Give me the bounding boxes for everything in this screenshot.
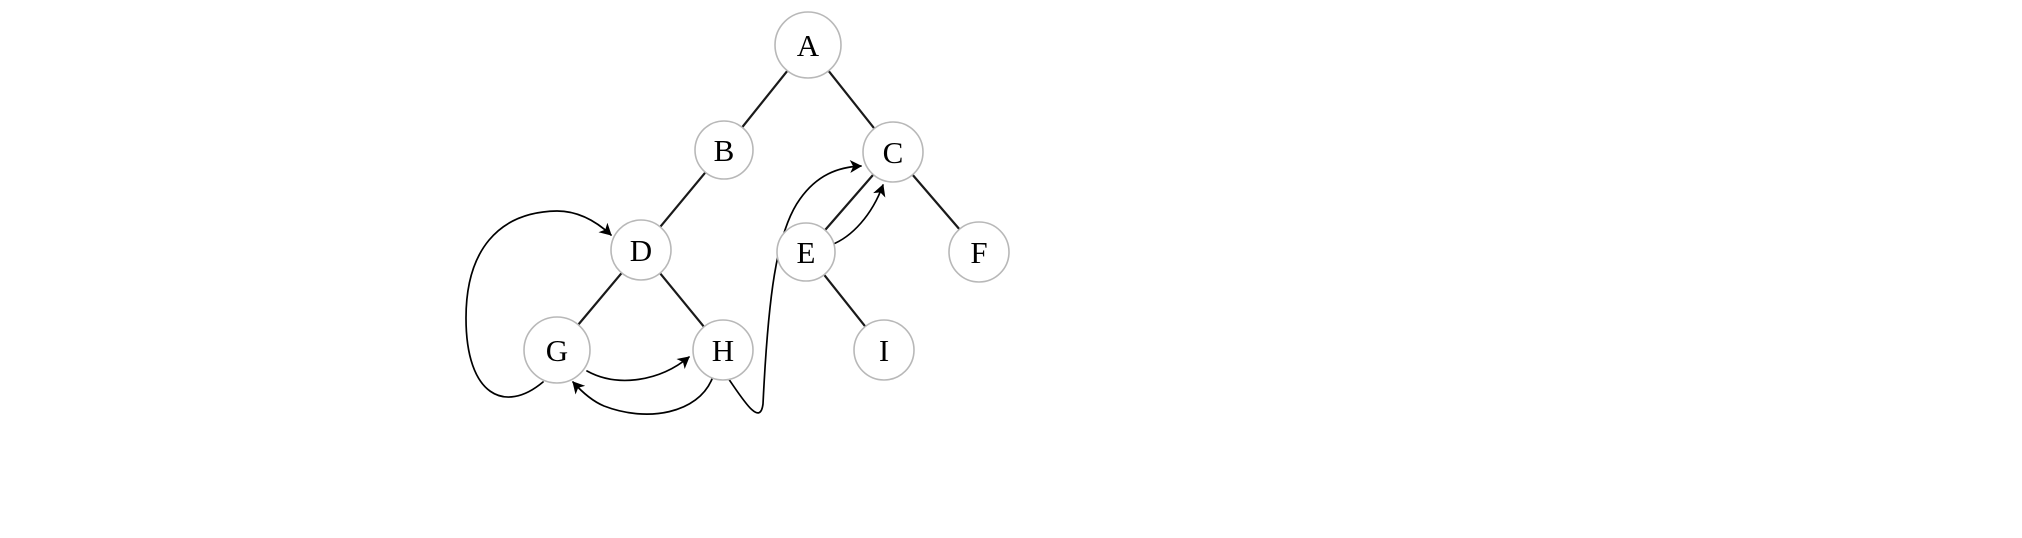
tree-node-label-F: F — [970, 235, 987, 270]
tree-node-circle-E — [776, 222, 836, 282]
tree-edges-layer — [577, 69, 961, 328]
tree-node-G: G — [523, 316, 591, 384]
tree-node-C: C — [862, 121, 924, 183]
tree-node-circle-C — [862, 121, 924, 183]
tree-node-label-E: E — [797, 235, 816, 270]
tree-node-circle-F — [948, 221, 1010, 283]
tree-node-label-B: B — [714, 133, 735, 168]
thread-arrow-G-D — [465, 210, 612, 398]
thread-arrow-H-G — [572, 378, 713, 415]
tree-node-F: F — [948, 221, 1010, 283]
tree-edge-D-H — [658, 272, 706, 328]
tree-node-I: I — [853, 319, 915, 381]
thread-arrow-E-C — [830, 184, 886, 246]
tree-nodes-layer: A B C D E F G H I — [523, 11, 1010, 384]
tree-node-label-C: C — [883, 135, 904, 170]
tree-node-A: A — [774, 11, 842, 79]
tree-node-label-I: I — [879, 333, 889, 368]
tree-node-B: B — [694, 120, 754, 180]
tree-node-circle-G — [523, 316, 591, 384]
tree-node-label-D: D — [630, 233, 652, 268]
tree-node-circle-I — [853, 319, 915, 381]
tree-edge-C-E — [823, 173, 875, 232]
tree-edge-D-G — [577, 271, 623, 326]
tree-node-E: E — [776, 222, 836, 282]
tree-edge-E-I — [822, 273, 867, 328]
tree-edge-C-F — [911, 173, 961, 231]
tree-node-circle-H — [692, 319, 754, 381]
tree-node-label-H: H — [712, 333, 734, 368]
tree-edge-A-B — [741, 69, 789, 129]
tree-edge-B-D — [659, 171, 707, 229]
tree-node-H: H — [692, 319, 754, 381]
tree-edge-A-C — [827, 69, 876, 130]
tree-node-label-G: G — [546, 333, 568, 368]
thread-arrow-G-H — [586, 356, 690, 382]
tree-node-D: D — [610, 219, 672, 281]
tree-node-circle-B — [694, 120, 754, 180]
tree-node-label-A: A — [797, 28, 820, 63]
thread-arrows-layer — [465, 159, 886, 415]
tree-node-circle-D — [610, 219, 672, 281]
tree-node-circle-A — [774, 11, 842, 79]
thread-arrow-H-C — [727, 159, 862, 414]
